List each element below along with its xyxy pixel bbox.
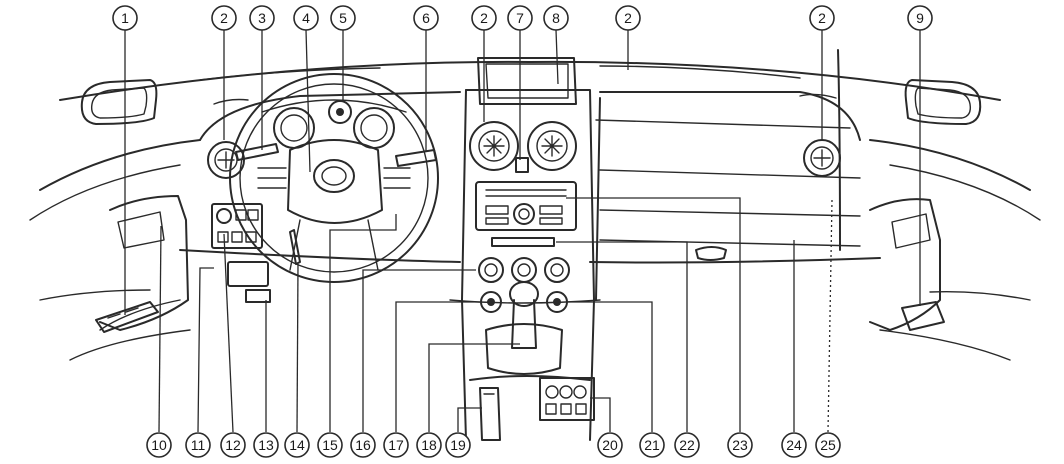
callout-label: 10 xyxy=(151,437,167,453)
left-door xyxy=(29,139,201,361)
callout-label: 7 xyxy=(516,10,524,26)
callout-2-center-vent: 2 xyxy=(471,5,497,31)
callout-25: 25 xyxy=(815,432,841,458)
callout-14: 14 xyxy=(284,432,310,458)
callout-label: 19 xyxy=(450,437,466,453)
callout-22: 22 xyxy=(674,432,700,458)
callout-label: 2 xyxy=(220,10,228,26)
callout-label: 2 xyxy=(480,10,488,26)
callout-label: 9 xyxy=(916,10,924,26)
callout-label: 1 xyxy=(121,10,129,26)
callout-18: 18 xyxy=(416,432,442,458)
callout-label: 15 xyxy=(322,437,338,453)
callout-11: 11 xyxy=(185,432,211,458)
callout-21: 21 xyxy=(639,432,665,458)
center-stack xyxy=(461,57,595,441)
callout-19: 19 xyxy=(445,432,471,458)
callout-label: 16 xyxy=(355,437,371,453)
steering-stalks xyxy=(235,143,437,167)
callout-8: 8 xyxy=(543,5,569,31)
callout-12: 12 xyxy=(220,432,246,458)
callout-23: 23 xyxy=(727,432,753,458)
callout-label: 22 xyxy=(679,437,695,453)
callout-16: 16 xyxy=(350,432,376,458)
callout-label: 2 xyxy=(624,10,632,26)
left-switch-panel xyxy=(211,203,301,303)
left-mirror xyxy=(80,79,158,125)
right-air-vent xyxy=(799,93,841,177)
callout-label: 12 xyxy=(225,437,241,453)
callout-17: 17 xyxy=(383,432,409,458)
callout-label: 18 xyxy=(421,437,437,453)
callout-label: 23 xyxy=(732,437,748,453)
callout-2-defrost: 2 xyxy=(615,5,641,31)
callout-label: 24 xyxy=(786,437,802,453)
callout-label: 8 xyxy=(552,10,560,26)
leader-lines-top xyxy=(124,29,921,315)
dashboard-body xyxy=(179,91,881,304)
windshield-outline xyxy=(59,60,1001,101)
callout-label: 21 xyxy=(644,437,660,453)
callout-20: 20 xyxy=(597,432,623,458)
leader-lines-bottom xyxy=(158,197,833,433)
callout-1: 1 xyxy=(112,5,138,31)
right-door xyxy=(869,139,1041,361)
callout-13: 13 xyxy=(253,432,279,458)
callout-label: 17 xyxy=(388,437,404,453)
callout-label: 14 xyxy=(289,437,305,453)
callout-label: 20 xyxy=(602,437,618,453)
callout-5: 5 xyxy=(330,5,356,31)
callout-6: 6 xyxy=(413,5,439,31)
callout-label: 5 xyxy=(339,10,347,26)
callout-10: 10 xyxy=(146,432,172,458)
callout-4: 4 xyxy=(293,5,319,31)
callout-15: 15 xyxy=(317,432,343,458)
callout-label: 6 xyxy=(422,10,430,26)
callout-2-left-vent: 2 xyxy=(211,5,237,31)
right-mirror xyxy=(904,79,982,125)
callout-label: 13 xyxy=(258,437,274,453)
callout-label: 11 xyxy=(191,437,206,453)
callout-label: 4 xyxy=(302,10,310,26)
callout-label: 2 xyxy=(818,10,826,26)
callout-2-right-vent: 2 xyxy=(809,5,835,31)
callout-3: 3 xyxy=(249,5,275,31)
left-air-vent xyxy=(207,98,249,179)
steering-wheel xyxy=(229,73,439,283)
callout-7: 7 xyxy=(507,5,533,31)
callout-24: 24 xyxy=(781,432,807,458)
instrument-cluster xyxy=(261,99,407,149)
callout-label: 25 xyxy=(820,437,836,453)
callout-9: 9 xyxy=(907,5,933,31)
callout-label: 3 xyxy=(258,10,266,26)
passenger-dash xyxy=(695,49,841,261)
